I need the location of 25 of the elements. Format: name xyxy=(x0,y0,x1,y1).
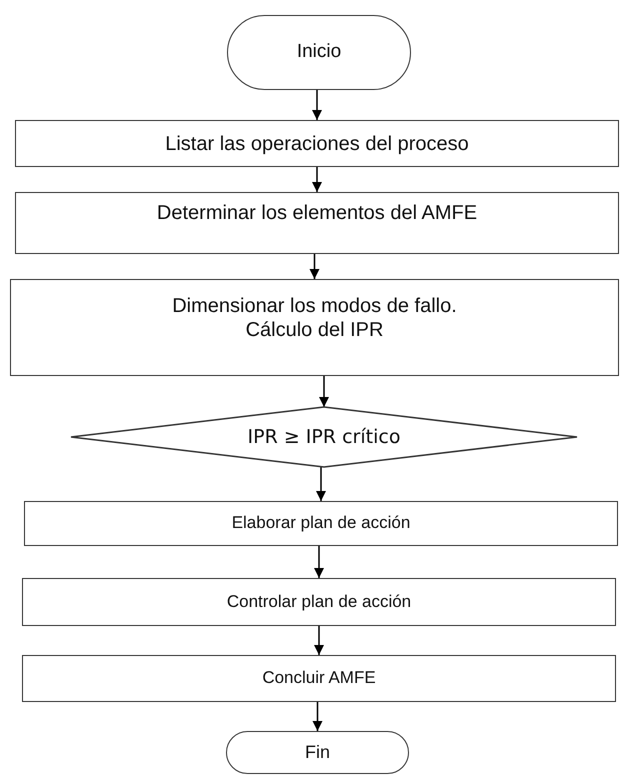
arrow xyxy=(312,167,322,192)
arrow xyxy=(312,90,322,120)
node-label: Controlar plan de acción xyxy=(226,592,412,612)
arrow xyxy=(314,626,324,655)
process-box xyxy=(22,655,616,702)
decision-diamond xyxy=(71,407,577,467)
node-label: Listar las operaciones del proceso xyxy=(165,132,469,156)
arrow xyxy=(319,376,329,407)
arrow xyxy=(314,546,324,578)
node-label: IPR ≥ IPR crítico xyxy=(248,426,400,448)
process-box xyxy=(15,120,619,167)
node-label: Concluir AMFE xyxy=(262,668,376,689)
arrow xyxy=(312,702,322,731)
process-box xyxy=(22,578,616,626)
process-box xyxy=(24,501,618,546)
node-label: Inicio xyxy=(296,41,342,64)
process-box xyxy=(10,279,619,376)
node-label: Fin xyxy=(304,742,330,764)
node-label: Elaborar plan de acción xyxy=(232,513,410,534)
arrow xyxy=(316,467,326,501)
arrow xyxy=(310,254,320,279)
terminal-pill xyxy=(226,731,409,774)
node-label: Dimensionar los modos de fallo. Cálculo del IPR xyxy=(171,294,458,342)
process-box xyxy=(15,192,619,254)
node-label: Determinar los elementos del AMFE xyxy=(156,201,478,225)
